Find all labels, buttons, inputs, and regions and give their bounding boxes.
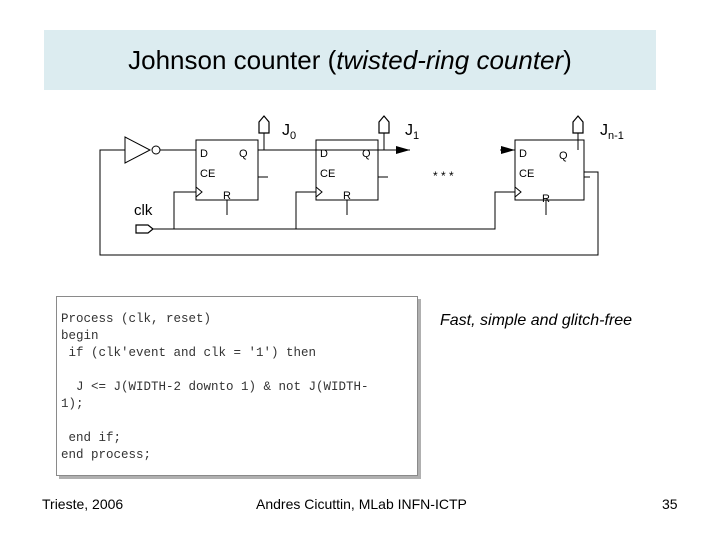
arrow-into-ffn-1 (501, 146, 515, 154)
jn-1-label: Jn-1 (600, 122, 624, 142)
stage-ellipsis: * * * (433, 169, 454, 183)
code-line: end if; (61, 431, 122, 445)
code-line: J <= J(WIDTH-2 downto 1) & not J(WIDTH- (61, 380, 369, 394)
ffn-ce-label: CE (519, 168, 534, 180)
code-line: if (clk'event and clk = '1') then (61, 346, 317, 360)
slide-title: Johnson counter (twisted-ring counter) (128, 44, 572, 75)
code-line: ​ (61, 413, 369, 430)
ffn-q-label: Q (559, 150, 568, 162)
ff1-ce-label: CE (320, 168, 335, 180)
ff0-r-label: R (223, 190, 231, 202)
code-line: Process (clk, reset) (61, 312, 212, 326)
ffn-d-label: D (519, 148, 527, 160)
j0-label: J0 (282, 122, 296, 142)
footer-author: Andres Cicuttin, MLab INFN-ICTP (256, 496, 467, 512)
feedback-wire (99, 149, 599, 256)
arrow-into-ff1 (396, 146, 410, 154)
clk-label: clk (134, 202, 153, 219)
title-banner: Johnson counter (twisted-ring counter) (44, 30, 656, 90)
vhdl-code: Process (clk, reset) begin if (clk'event … (61, 311, 369, 464)
ff0-d-label: D (200, 148, 208, 160)
flip-flop-n-1 (514, 139, 585, 201)
page-number: 35 (662, 496, 678, 512)
j1-output-flag (378, 115, 390, 134)
tagline: Fast, simple and glitch-free (440, 312, 633, 329)
footer-location-date: Trieste, 2006 (42, 496, 124, 512)
code-line: 1); (61, 397, 84, 411)
ff0-q-label: Q (239, 148, 248, 160)
ff1-q-label: Q (362, 148, 371, 160)
clk-input-port (135, 224, 154, 234)
ff0-ce-label: CE (200, 168, 215, 180)
inverter-symbol (124, 136, 152, 164)
code-line: begin (61, 329, 99, 343)
ffn-r-label: R (542, 193, 550, 205)
code-line: ​ (61, 362, 369, 379)
ff1-d-label: D (320, 148, 328, 160)
jn-1-output-flag (572, 115, 584, 134)
j1-label: J1 (405, 122, 419, 142)
inverter-bubble (151, 145, 161, 155)
j0-output-flag (258, 115, 270, 134)
vhdl-code-box: Process (clk, reset) begin if (clk'event … (56, 296, 418, 476)
code-line: end process; (61, 448, 152, 462)
ff1-r-label: R (343, 190, 351, 202)
